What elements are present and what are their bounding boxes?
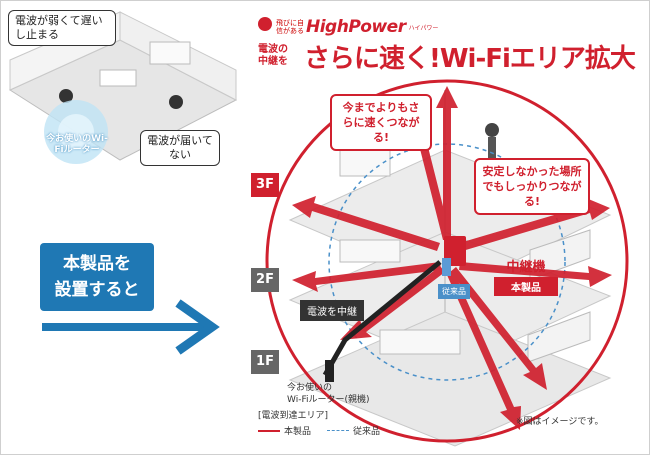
left-person (169, 95, 183, 109)
floor-label-2f: 2F (251, 268, 279, 292)
bubble-faster: 今までよりもさらに速くつながる! (330, 94, 432, 151)
legend-item-new: 本製品 (258, 424, 311, 437)
install-callout: 本製品を 設置すると (40, 243, 154, 311)
f3-person (485, 123, 499, 137)
legend-row: 本製品 従来品 (258, 424, 396, 437)
f3-bed (339, 149, 391, 177)
legend-item-old: 従来品 (327, 424, 380, 437)
relay-badge: 本製品 (494, 277, 558, 296)
image-note: ※図はイメージです。 (516, 417, 604, 427)
base-router (325, 360, 334, 382)
legend: [電波到達エリア] 本製品 従来品 (258, 408, 396, 437)
headline-main: さらに速く!Wi-Fiエリア拡大 (304, 44, 636, 74)
floor-label-1f: 1F (251, 350, 279, 374)
floor-label-3f: 3F (251, 173, 279, 197)
callout-line-2: 設置すると (54, 280, 140, 300)
transition-arrow-head (175, 299, 220, 355)
coverage-circle-new (265, 79, 629, 443)
bubble-no-signal: 電波が届いてない (140, 130, 220, 166)
left-sofa (99, 69, 137, 87)
f1-kitchen (379, 329, 461, 355)
relay-name: 中継機 (506, 260, 546, 275)
relay-label: 中継機 本製品 (494, 256, 558, 296)
legend-solid-line (258, 429, 280, 432)
logo-reading: ハイパワー (408, 24, 439, 32)
left-scene: 電波が弱くて遅いし止まる 電波が届いてない 今お使いのWi-Fiルーター (6, 6, 242, 178)
staircase-lower (527, 311, 591, 363)
headline-prefix-2: 中継を (258, 56, 288, 67)
legend-dashed-label: 従来品 (353, 427, 381, 437)
headline-prefix: 電波の 中継を (258, 44, 288, 68)
left-router-label: 今お使いのWi-Fiルーター (46, 134, 108, 155)
legend-solid-label: 本製品 (284, 427, 312, 437)
logo-name: HighPower (306, 17, 406, 37)
left-person-2 (59, 89, 73, 103)
brand-logo: 飛びに自信がある HighPower ハイパワー (258, 17, 438, 37)
transition-arrow-shaft (42, 323, 212, 331)
f2-sofa (339, 239, 401, 263)
relay-tag: 電波を中継 (300, 300, 364, 321)
logo-tagline: 飛びに自信がある (276, 19, 304, 35)
router-caption: 今お使いの Wi-Fiルーター(親機) (287, 382, 370, 406)
left-shelf (149, 41, 191, 65)
legend-dashed-line (327, 430, 350, 431)
logo-mark (258, 17, 272, 31)
f3-person-body (488, 137, 496, 163)
headline-prefix-1: 電波の (258, 44, 288, 55)
weak-signal-core (58, 114, 94, 150)
bubble-weak-signal: 電波が弱くて遅いし止まる (8, 10, 116, 46)
router-caption-1: 今お使いの (287, 383, 333, 393)
old-device (442, 258, 451, 276)
router-caption-2: Wi-Fiルーター(親機) (287, 395, 370, 405)
bubble-stable: 安定しなかった場所でもしっかりつながる! (474, 158, 590, 215)
old-product-tag: 従来品 (438, 284, 470, 299)
callout-line-1: 本製品を (63, 254, 131, 274)
legend-title: [電波到達エリア] (258, 411, 329, 421)
